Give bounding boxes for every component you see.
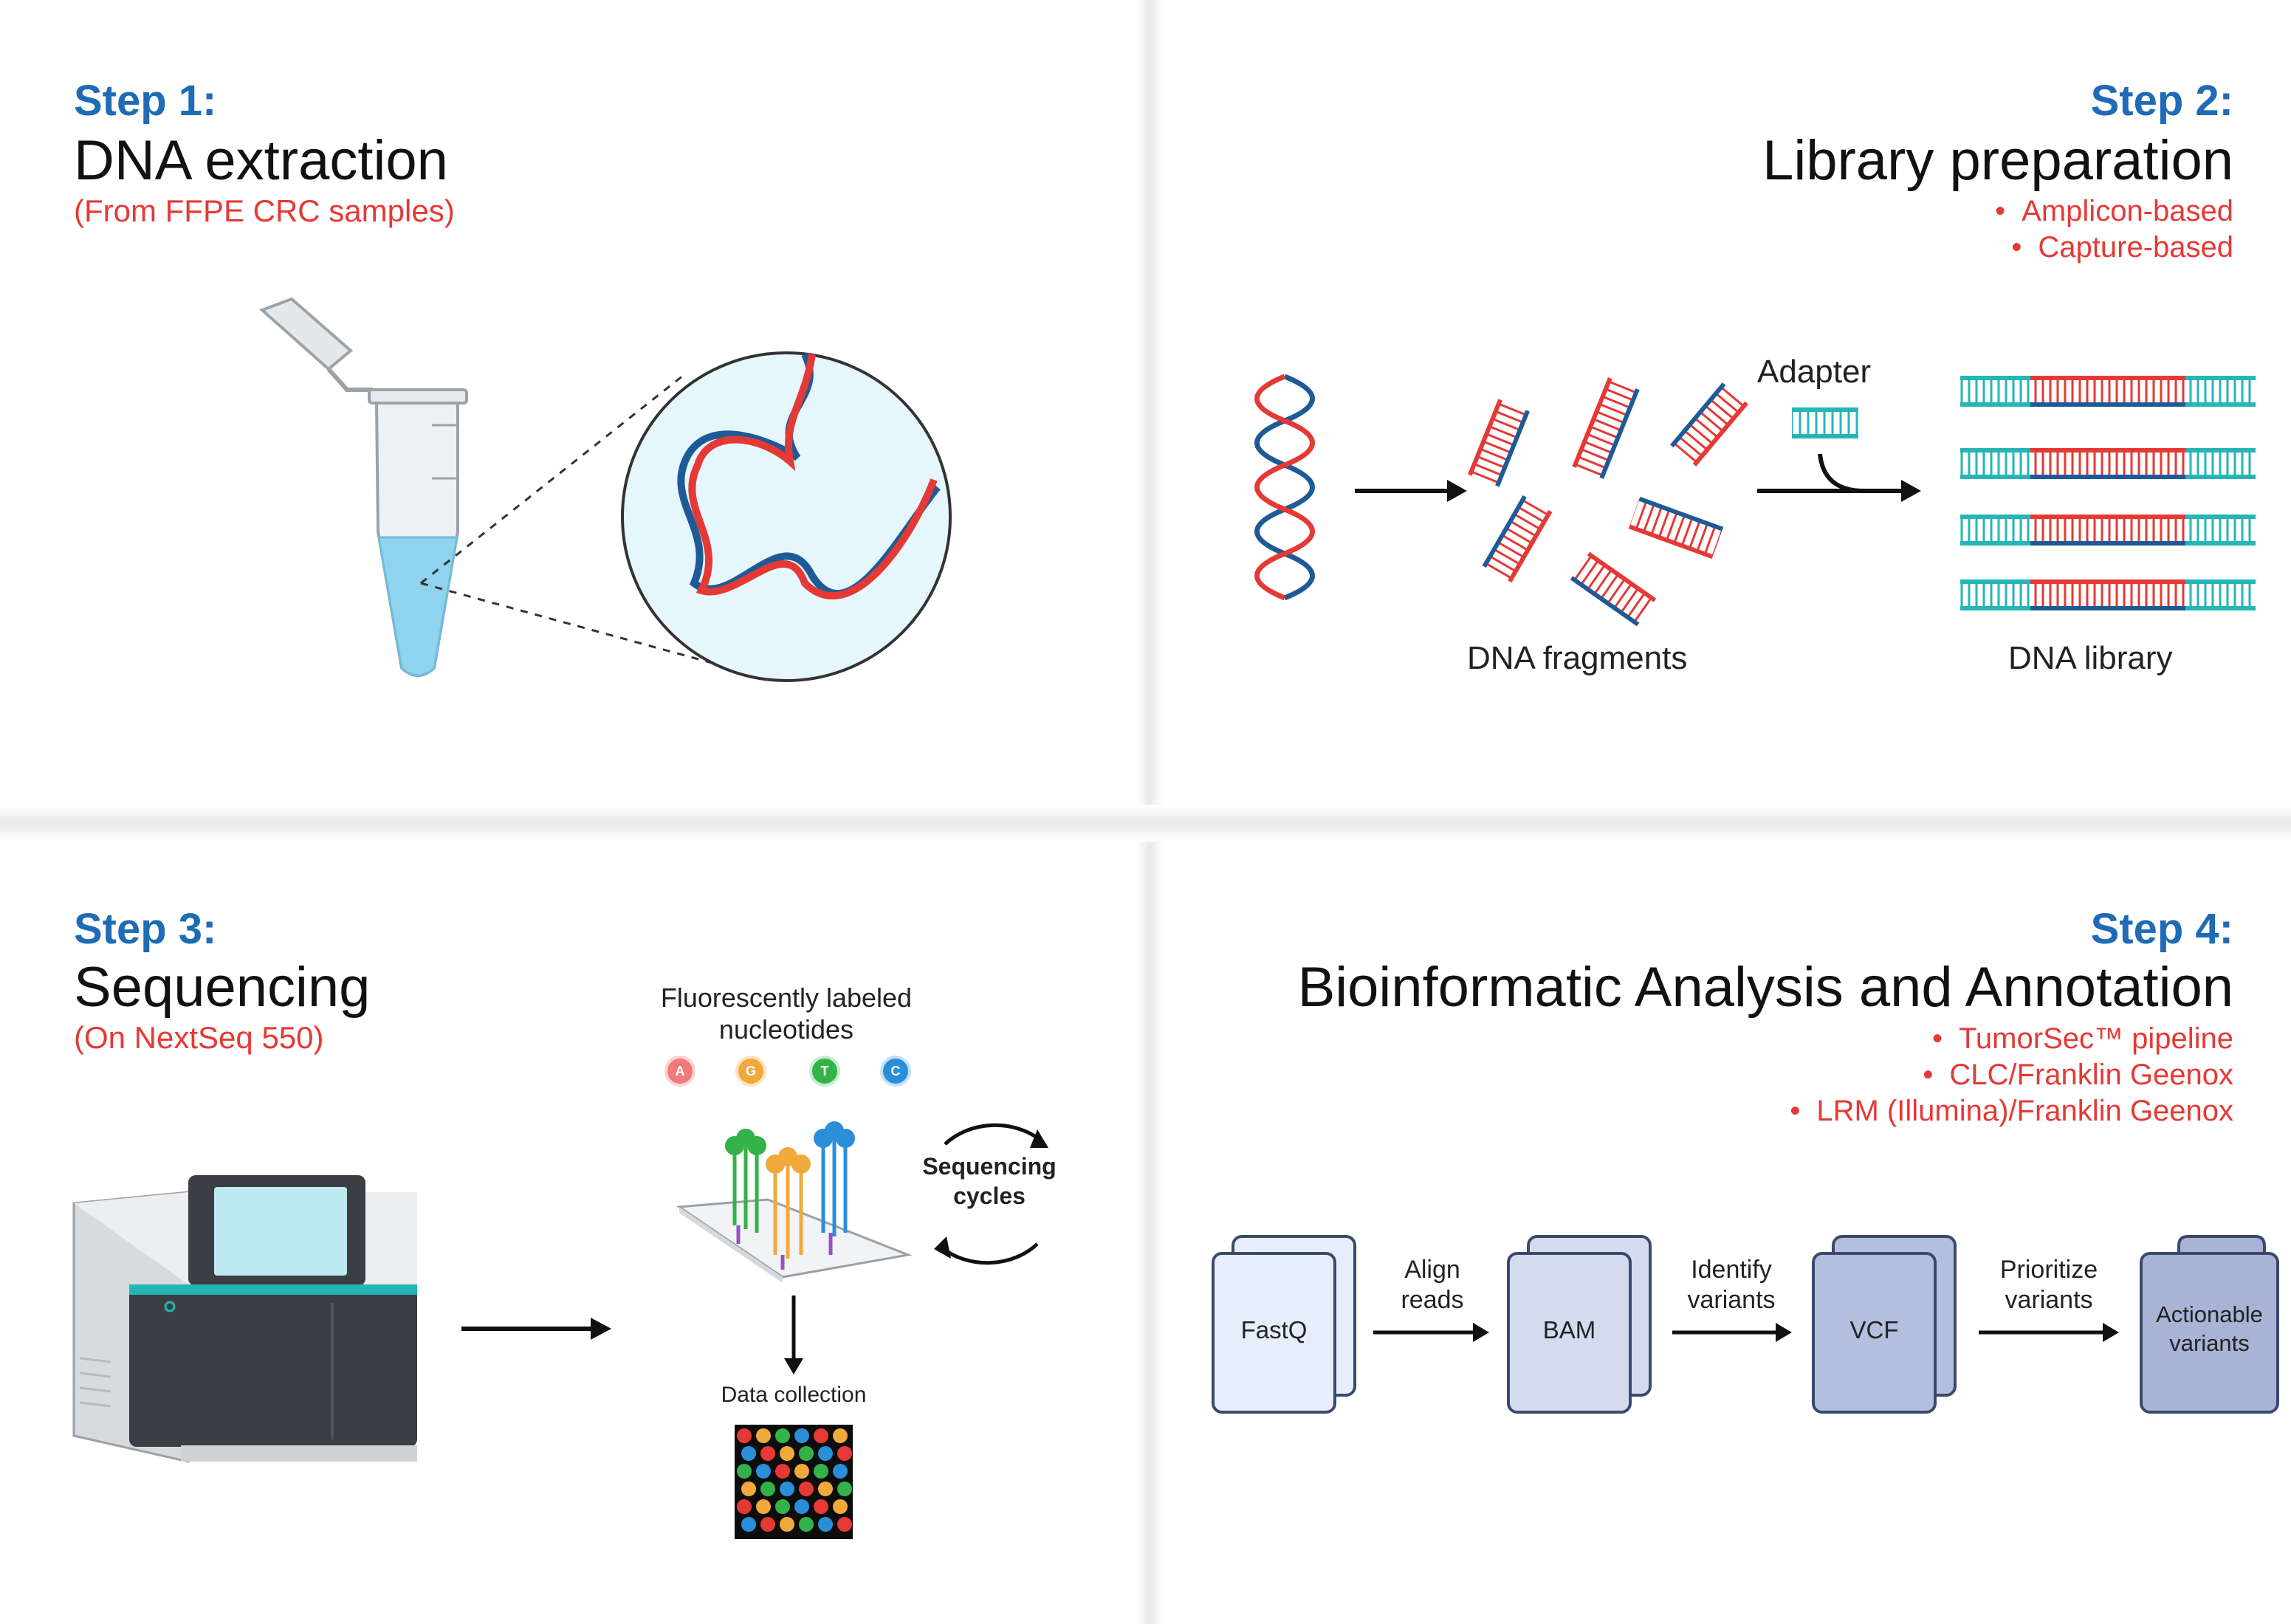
step2-label: Step 2: xyxy=(2090,77,2233,125)
identify-variants-label: Identify variants xyxy=(1687,1256,1776,1314)
step1-subtitle: (From FFPE CRC samples) xyxy=(74,193,455,228)
dna-zoom-circle xyxy=(621,351,952,682)
arrow-right-icon xyxy=(1757,453,1921,502)
step1-label: Step 1: xyxy=(74,77,217,125)
vcf-label: VCF xyxy=(1849,1316,1899,1343)
step1-title: DNA extraction xyxy=(74,129,448,192)
data-collection-grid-icon xyxy=(735,1425,853,1539)
fastq-file-icon xyxy=(1212,1235,1356,1414)
bullet-clc: CLC/Franklin Geenox xyxy=(1790,1057,2233,1093)
sequencing-illustration xyxy=(72,1121,1048,1539)
flow-cell-icon xyxy=(676,1121,913,1283)
base-c-icon: C xyxy=(880,1056,911,1087)
step3-label: Step 3: xyxy=(74,905,217,953)
adapter-label: Adapter xyxy=(1757,354,1872,390)
dna-fragment-icon xyxy=(1468,399,1530,487)
bullet-capture: Capture-based xyxy=(1995,230,2233,266)
adapter-icon xyxy=(1792,407,1858,438)
arrow-down-icon xyxy=(784,1296,803,1374)
panel-sequencing: Step 3: Sequencing (On NextSeq 550) Fluo… xyxy=(0,842,1137,1624)
library-illustration xyxy=(1254,374,2256,627)
fastq-label: FastQ xyxy=(1240,1316,1308,1343)
step3-title: Sequencing xyxy=(74,956,371,1019)
fragments-label: DNA fragments xyxy=(1467,640,1688,676)
nucleotides-label: Fluorescently labeled nucleotides xyxy=(660,983,913,1045)
actionable-label: Actionable variants xyxy=(2156,1301,2263,1356)
dna-fragment-icon xyxy=(1670,382,1748,467)
extraction-illustration xyxy=(259,297,952,682)
dna-helix-icon xyxy=(1254,374,1315,601)
cycles-label: Sequencing cycles xyxy=(922,1153,1057,1209)
step2-bullets: Amplicon-based Capture-based xyxy=(1995,193,2233,266)
arrow-right-icon xyxy=(1979,1323,2119,1342)
panel-bioinformatics: Step 4: Bioinformatic Analysis and Annot… xyxy=(1163,842,2291,1624)
panel-dna-extraction: Step 1: DNA extraction (From FFPE CRC sa… xyxy=(0,0,1137,805)
bullet-amplicon: Amplicon-based xyxy=(1995,193,2233,230)
arrow-right-icon xyxy=(461,1318,611,1340)
sequencer-machine-icon xyxy=(72,1175,417,1463)
base-g-icon: G xyxy=(735,1056,766,1087)
base-t-icon: T xyxy=(809,1056,840,1087)
step4-bullets: TumorSec™ pipeline CLC/Franklin Geenox L… xyxy=(1790,1021,2233,1129)
panel-library-preparation: Step 2: Library preparation Amplicon-bas… xyxy=(1163,0,2291,805)
microtube-icon xyxy=(368,388,468,677)
prioritize-variants-label: Prioritize variants xyxy=(1999,1256,2098,1314)
step4-title: Bioinformatic Analysis and Annotation xyxy=(1297,956,2233,1019)
dna-library-icon xyxy=(1960,376,2256,610)
tube-lid-icon xyxy=(259,297,373,392)
bam-file-icon xyxy=(1507,1235,1652,1414)
step2-title: Library preparation xyxy=(1762,129,2233,192)
step3-subtitle: (On NextSeq 550) xyxy=(74,1020,324,1055)
arrow-right-icon xyxy=(1672,1323,1792,1342)
dna-fragment-icon xyxy=(1482,495,1553,583)
base-a-icon: A xyxy=(664,1056,695,1087)
bullet-tumorsec: TumorSec™ pipeline xyxy=(1790,1021,2233,1057)
pipeline-flow xyxy=(1212,1235,2279,1414)
horizontal-divider xyxy=(0,805,2291,842)
arrow-right-icon xyxy=(1373,1323,1489,1342)
nucleotide-bases: A G T C xyxy=(664,1056,916,1087)
dna-fragment-icon xyxy=(1628,496,1724,560)
library-label: DNA library xyxy=(2008,640,2173,676)
data-collection-label: Data collection xyxy=(721,1383,867,1407)
bullet-lrm: LRM (Illumina)/Franklin Geenox xyxy=(1790,1093,2233,1129)
align-reads-label: Align reads xyxy=(1401,1256,1464,1314)
arrow-right-icon xyxy=(1355,480,1467,502)
bam-label: BAM xyxy=(1542,1316,1596,1343)
actionable-variants-file-icon xyxy=(2140,1235,2279,1414)
dna-fragment-icon xyxy=(1572,377,1640,479)
cycle-arrows-icon xyxy=(934,1123,1048,1265)
vcf-file-icon xyxy=(1812,1235,1957,1414)
step4-label: Step 4: xyxy=(2090,905,2233,953)
dna-fragment-icon xyxy=(1570,551,1657,627)
